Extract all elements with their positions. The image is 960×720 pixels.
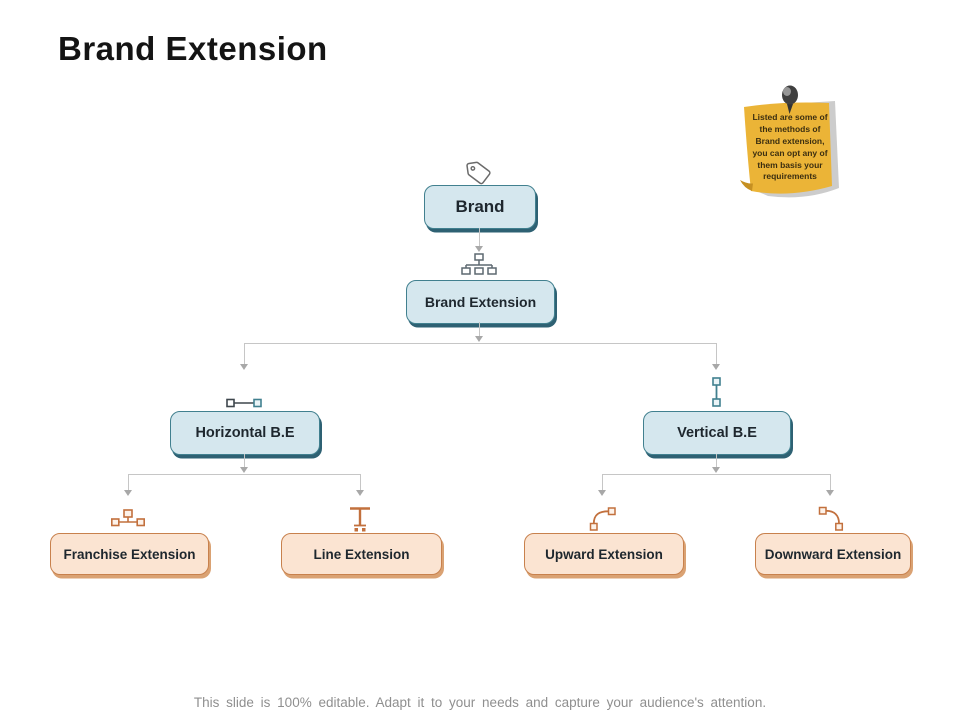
connector-line bbox=[479, 228, 480, 247]
node-brand-extension-label: Brand Extension bbox=[424, 294, 537, 310]
node-horizontal-be[interactable]: Horizontal B.E bbox=[170, 411, 320, 455]
connector-arrow bbox=[124, 490, 132, 496]
node-upward-extension-label: Upward Extension bbox=[545, 546, 663, 562]
connector-line bbox=[128, 475, 129, 491]
node-line-extension-label: Line Extension bbox=[313, 546, 410, 562]
connector-arrow bbox=[475, 246, 483, 252]
connector-arrow bbox=[356, 490, 364, 496]
node-upward-extension[interactable]: Upward Extension bbox=[524, 533, 684, 575]
curve-up-icon bbox=[589, 505, 616, 532]
connector-arrow bbox=[240, 467, 248, 473]
horizontal-connector-icon bbox=[226, 398, 262, 408]
node-vertical-be[interactable]: Vertical B.E bbox=[643, 411, 791, 455]
node-vertical-be-label: Vertical B.E bbox=[677, 425, 757, 441]
org-chart-icon bbox=[461, 253, 497, 279]
connector-line bbox=[244, 343, 717, 344]
connector-line bbox=[244, 344, 245, 365]
connector-arrow bbox=[475, 336, 483, 342]
node-downward-extension[interactable]: Downward Extension bbox=[755, 533, 911, 575]
connector-line bbox=[716, 454, 717, 468]
connector-line bbox=[830, 475, 831, 491]
sticky-note-text: Listed are some of the methods of Brand … bbox=[752, 112, 828, 182]
vertical-connector-icon bbox=[711, 377, 722, 407]
node-brand[interactable]: Brand bbox=[424, 185, 536, 229]
connector-line bbox=[602, 474, 831, 475]
connector-arrow bbox=[598, 490, 606, 496]
connector-line bbox=[360, 475, 361, 491]
push-pin-icon bbox=[782, 85, 798, 114]
connector-line bbox=[128, 474, 361, 475]
connector-line bbox=[602, 475, 603, 491]
node-line-extension[interactable]: Line Extension bbox=[281, 533, 442, 575]
curve-down-icon bbox=[818, 505, 845, 532]
connector-line bbox=[244, 454, 245, 468]
sticky-note-paper bbox=[740, 101, 839, 198]
line-branch-icon bbox=[348, 506, 372, 533]
connector-arrow bbox=[712, 467, 720, 473]
node-downward-extension-label: Downward Extension bbox=[764, 546, 902, 562]
connector-line bbox=[479, 322, 480, 337]
tag-icon bbox=[462, 160, 496, 186]
sticky-note[interactable]: Listed are some of the methods of Brand … bbox=[738, 85, 848, 206]
node-franchise-extension-label: Franchise Extension bbox=[63, 546, 196, 562]
node-horizontal-be-label: Horizontal B.E bbox=[195, 425, 295, 441]
node-brand-extension[interactable]: Brand Extension bbox=[406, 280, 555, 324]
footer-text: This slide is 100% editable. Adapt it to… bbox=[193, 695, 767, 710]
page-title: Brand Extension bbox=[58, 30, 328, 67]
connector-arrow bbox=[826, 490, 834, 496]
connector-arrow bbox=[240, 364, 248, 370]
network-icon bbox=[111, 509, 146, 532]
node-franchise-extension[interactable]: Franchise Extension bbox=[50, 533, 209, 575]
node-brand-label: Brand bbox=[455, 197, 505, 216]
connector-arrow bbox=[712, 364, 720, 370]
connector-line bbox=[716, 344, 717, 365]
